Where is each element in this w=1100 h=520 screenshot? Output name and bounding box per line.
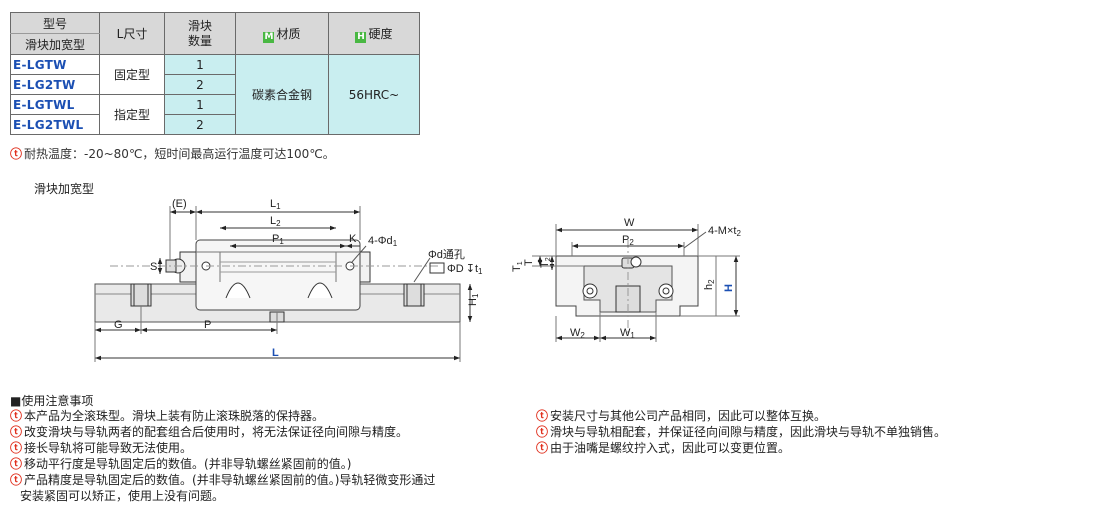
- model-cell: E-LGTWL: [10, 94, 100, 115]
- dim-g-label: G: [114, 319, 123, 331]
- model-cell: E-LG2TW: [10, 74, 100, 95]
- material-header-label: 材质: [276, 26, 301, 41]
- rail-bolt: [403, 283, 425, 307]
- note-mark-icon: ⓣ: [10, 441, 23, 455]
- qty-cell: 2: [164, 114, 236, 135]
- note-mark-icon: ⓣ: [10, 409, 23, 423]
- note-item-continuation: 安装紧固可以矫正，使用上没有问题。: [20, 489, 225, 503]
- material-cell: 碳素合金钢: [235, 54, 329, 135]
- section-title: 滑块加宽型: [34, 182, 95, 196]
- qty-cell: 1: [164, 94, 236, 115]
- dim-w2-label: W2: [570, 327, 585, 340]
- hardness-badge-icon: H: [355, 31, 367, 43]
- dim-t2-label: T2: [539, 257, 552, 268]
- dim-s-label: S: [150, 261, 157, 273]
- dim-p2-label: P2: [622, 234, 634, 247]
- end-seal: [359, 251, 371, 283]
- qty-cell: 2: [164, 74, 236, 95]
- dim-t1-label: T1: [511, 261, 524, 272]
- thread-label: 4-M×t2: [708, 225, 741, 238]
- end-view: [532, 224, 740, 342]
- qty-header-line1: 滑块: [187, 18, 212, 33]
- dim-l1-label: L1: [270, 198, 281, 211]
- model-cell: E-LGTW: [10, 54, 100, 75]
- slider-block: [195, 239, 361, 311]
- dim-w1-label: W1: [620, 327, 635, 340]
- note-mark-icon: ⓣ: [536, 425, 549, 439]
- side-view: [94, 206, 473, 362]
- dim-l-label: L: [272, 347, 279, 359]
- notes-title: ■使用注意事项: [10, 394, 94, 408]
- hardness-cell: 56HRC~: [328, 54, 420, 135]
- model-header: 型号: [10, 12, 100, 34]
- dim-t-label: T: [523, 259, 535, 266]
- note-mark-icon: ⓣ: [10, 457, 23, 471]
- table-row: E-LG2TWL 2: [10, 114, 420, 135]
- hardness-header-label: 硬度: [368, 26, 393, 41]
- dim-h1-label: H1: [467, 293, 480, 306]
- material-badge-icon: M: [263, 31, 275, 43]
- heat-note-text: 耐热温度：-20~80℃，短时间最高运行温度可达100℃。: [24, 147, 335, 161]
- dim-w-label: W: [624, 217, 635, 229]
- dim-l2-label: L2: [270, 215, 281, 228]
- dim-h-label: H: [723, 284, 735, 292]
- dim-p1-label: P1: [272, 233, 284, 246]
- dim-h2-label: h2: [703, 279, 716, 290]
- l-type-cell: 固定型: [99, 54, 165, 95]
- note-mark-icon: ⓣ: [10, 473, 23, 487]
- table-row: E-LGTW 固定型 1 碳素合金钢 56HRC~: [10, 54, 420, 135]
- l-type-cell: 指定型: [99, 94, 165, 135]
- dim-p-label: P: [204, 319, 211, 331]
- note-mark-icon: ⓣ: [536, 409, 549, 423]
- model-cell: E-LG2TWL: [10, 114, 100, 135]
- table-row: E-LGTWL 指定型 1: [10, 94, 420, 135]
- dim-k-label: K: [349, 233, 357, 245]
- note-mark-icon: ⓣ: [10, 147, 23, 161]
- note-mark-icon: ⓣ: [536, 441, 549, 455]
- model-subheader: 滑块加宽型: [10, 33, 100, 55]
- qty-cell: 1: [164, 54, 236, 75]
- dim-e-label: (E): [172, 198, 187, 210]
- note-mark-icon: ⓣ: [10, 425, 23, 439]
- holes-label: 4-Φd1: [368, 235, 398, 248]
- qty-header: 滑块 数量: [164, 12, 236, 55]
- table-row: E-LG2TW 2: [10, 74, 420, 95]
- through-hole-label: Φd通孔: [428, 248, 465, 261]
- qty-header-line2: 数量: [187, 33, 212, 48]
- counterbore-label: ΦD↧t1: [447, 263, 483, 276]
